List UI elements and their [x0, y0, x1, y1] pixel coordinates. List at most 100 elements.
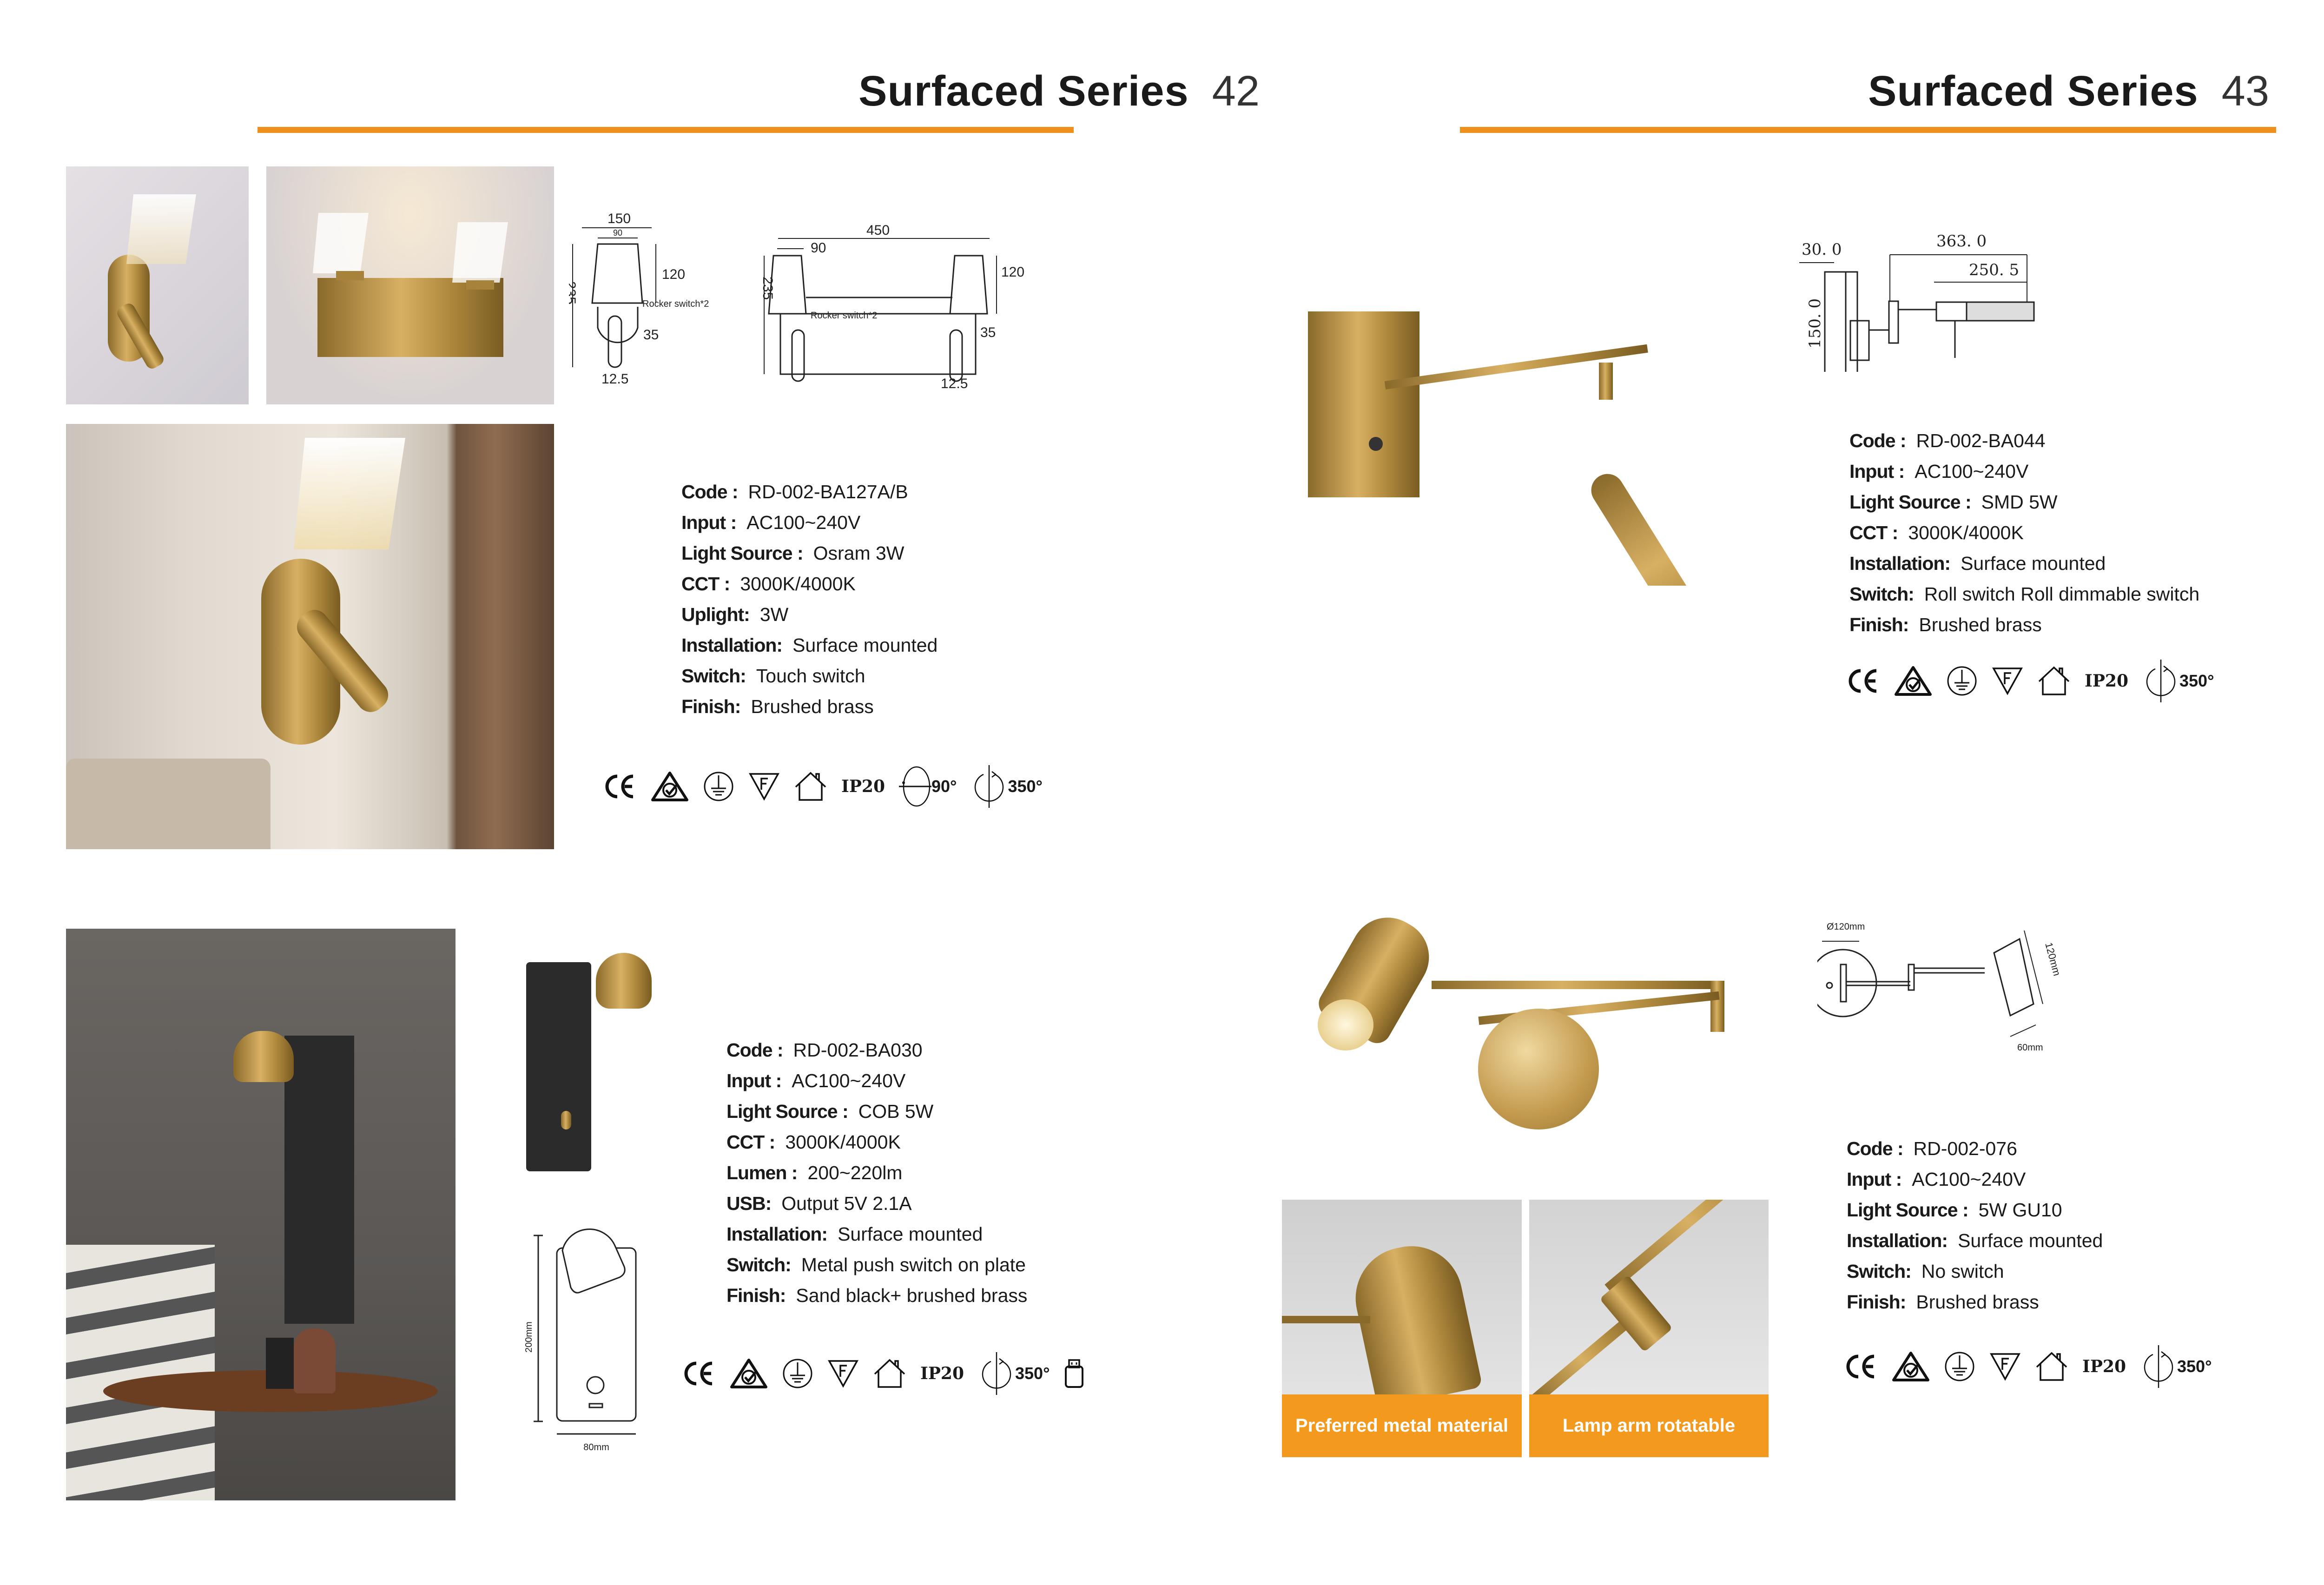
spec-row: Installation:Surface mounted [681, 630, 938, 660]
spec-value: SMD 5W [1981, 491, 2058, 513]
indoor-house-icon [2035, 1351, 2068, 1382]
spec-label: Uplight: [681, 604, 750, 625]
indoor-house-icon [873, 1358, 906, 1389]
earth-ground-icon [782, 1358, 813, 1389]
rcm-mark-icon [651, 771, 689, 802]
spec-value: RD-002-076 [1913, 1138, 2017, 1159]
usb-icon [1063, 1358, 1085, 1389]
dim-height: 150. 0 [1806, 298, 1824, 349]
rotation-icon: 350° [978, 1351, 1050, 1396]
spec-row: Uplight: 3W [681, 599, 938, 630]
spec-row: Code : RD-002-BA044 [1849, 425, 2199, 456]
spec-value: RD-002-BA044 [1916, 430, 2046, 451]
page-number: 42 [1212, 67, 1260, 115]
spec-label: Finish: [1849, 614, 1909, 635]
dim-switch-width: 12.5 [601, 371, 628, 387]
earth-ground-icon [1946, 665, 1978, 697]
rcm-mark-icon [1892, 1351, 1930, 1382]
spec-label: Input : [1849, 461, 1905, 482]
ip-rating-label: IP20 [920, 1364, 964, 1383]
rcm-mark-icon [730, 1358, 768, 1389]
tilt-rotation-icon: 90° [899, 764, 957, 809]
dim-switch-height: 35 [980, 325, 996, 340]
spec-label: Switch: [1849, 583, 1915, 605]
caption-metal-material: Preferred metal material [1282, 1394, 1522, 1457]
dim-width: 150 [607, 211, 631, 226]
spec-label: Input : [726, 1070, 782, 1091]
spec-row: Finish:Brushed brass [1849, 609, 2199, 640]
spec-label: Light Source : [1847, 1199, 1969, 1221]
page-number: 43 [2221, 67, 2269, 115]
dim-double-width: 450 [866, 223, 890, 238]
spec-value: RD-002-BA030 [793, 1039, 923, 1061]
spec-row: Input :AC100~240V [1849, 456, 2199, 487]
rotation-angle-label: 350° [2177, 1357, 2212, 1376]
spec-value: Surface mounted [792, 634, 938, 656]
spec-row: Finish:Brushed brass [1847, 1287, 2103, 1317]
dim-switch-label: Rocker switch*2 [642, 299, 709, 309]
dim-head-length: 120mm [2043, 941, 2063, 977]
spec-value: RD-002-BA127A/B [748, 481, 908, 502]
spec-value: COB 5W [858, 1101, 934, 1122]
rotation-icon: 350° [2140, 1344, 2212, 1389]
series-title: Surfaced Series [858, 67, 1189, 115]
rotation-icon: 350° [971, 764, 1043, 809]
detail-photo-metal: Preferred metal material [1282, 1200, 1522, 1457]
product-photo-single-lamp [66, 166, 249, 404]
spec-label: Code : [1847, 1138, 1904, 1159]
spec-value: 3W [759, 604, 789, 625]
spec-row: Installation:Surface mounted [726, 1219, 1027, 1249]
spec-label: Finish: [726, 1285, 786, 1306]
product-photo-bedside [66, 929, 456, 1500]
spec-label: Input : [1847, 1169, 1902, 1190]
spec-row: CCT :3000K/4000K [1849, 517, 2199, 548]
dim-shade-top: 90 [811, 240, 826, 256]
certification-icons-ba127: IP20 90° 350° [604, 761, 1043, 812]
ce-mark-icon [683, 1360, 716, 1387]
spec-value: 3000K/4000K [1908, 522, 2024, 543]
spec-label: Finish: [1847, 1291, 1906, 1313]
spec-label: Switch: [1847, 1261, 1912, 1282]
series-title: Surfaced Series [1868, 67, 2199, 115]
indoor-house-icon [2037, 666, 2071, 696]
spec-row: CCT :3000K/4000K [726, 1127, 1027, 1157]
f-mark-icon [827, 1359, 859, 1388]
ip-rating-label: IP20 [841, 777, 885, 796]
spec-label: Switch: [681, 665, 746, 687]
detail-photo-arm: Lamp arm rotatable [1529, 1200, 1769, 1457]
spec-label: Switch: [726, 1254, 792, 1275]
spec-value: AC100~240V [1912, 1169, 2026, 1190]
spec-value: 3000K/4000K [785, 1131, 901, 1153]
product-photo-ba030 [517, 944, 661, 1185]
spec-label: Code : [1849, 430, 1907, 451]
caption-arm-rotatable: Lamp arm rotatable [1529, 1394, 1769, 1457]
spec-label: Code : [726, 1039, 784, 1061]
spec-label: Input : [681, 512, 737, 533]
ce-mark-icon [1848, 667, 1880, 695]
spec-label: Light Source : [1849, 491, 1972, 513]
spec-label: Light Source : [681, 542, 804, 564]
rotation-icon: 350° [2142, 659, 2214, 703]
f-mark-icon [748, 772, 780, 801]
dim-switch-height: 35 [643, 327, 659, 343]
spec-row: Switch: Roll switch Roll dimmable switch [1849, 579, 2199, 609]
spec-value: AC100~240V [792, 1070, 906, 1091]
spec-value: Output 5V 2.1A [781, 1193, 912, 1214]
spec-label: Code : [681, 481, 739, 502]
spec-row: CCT :3000K/4000K [681, 568, 938, 599]
dim-head-length: 250. 5 [1969, 261, 2019, 279]
dim-shade-height: 120 [1001, 264, 1024, 280]
earth-ground-icon [1944, 1351, 1975, 1382]
product-photo-bedroom [66, 424, 554, 849]
spec-row: Switch:Metal push switch on plate [726, 1249, 1027, 1280]
spec-value: Surface mounted [1961, 553, 2106, 574]
dim-switch-label: Rocker switch*2 [811, 310, 877, 321]
spec-value: Roll switch Roll dimmable switch [1924, 583, 2200, 605]
dim-total-height: 235 [569, 281, 578, 304]
f-mark-icon [1992, 667, 2023, 695]
spec-row: Code : RD-002-076 [1847, 1133, 2103, 1164]
dim-arm-length: 363. 0 [1936, 232, 1987, 251]
